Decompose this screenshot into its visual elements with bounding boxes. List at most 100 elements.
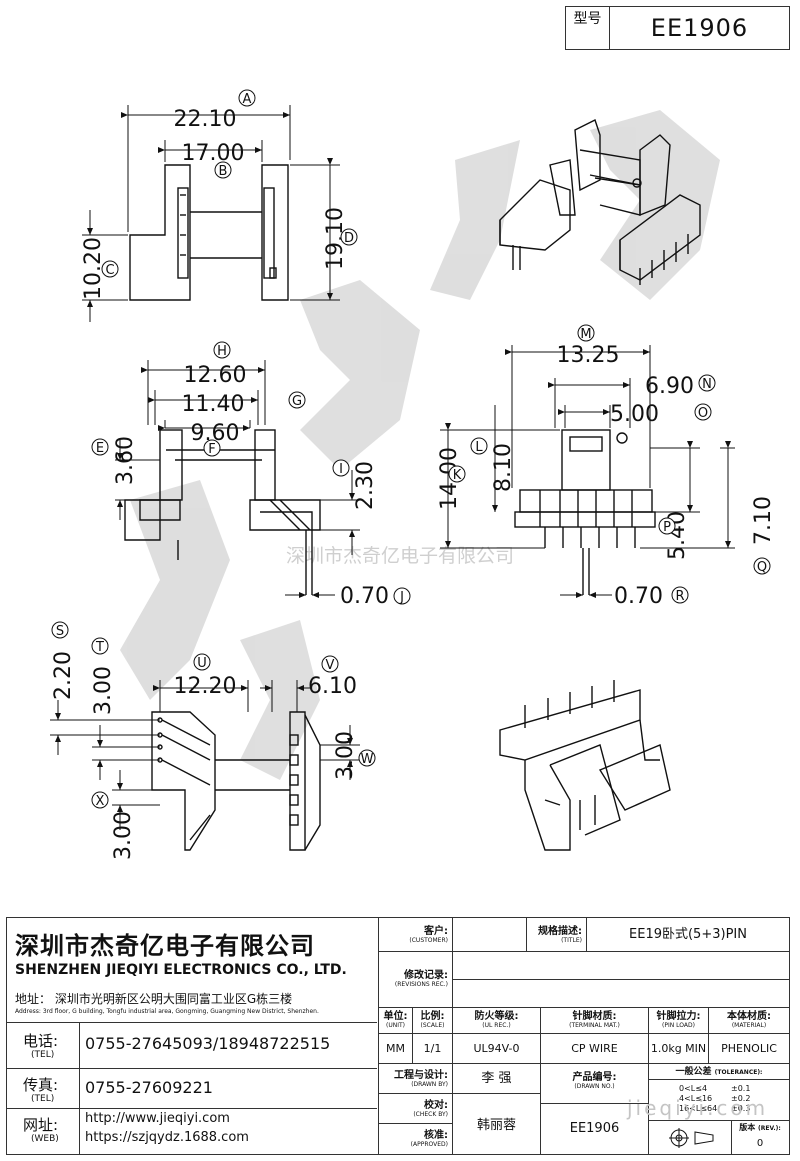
bottom-view bbox=[151, 711, 321, 851]
svg-text:U: U bbox=[197, 656, 207, 671]
svg-text:E: E bbox=[96, 441, 104, 456]
marker-h: H bbox=[213, 341, 231, 359]
marker-n: N bbox=[698, 374, 716, 392]
marker-v: V bbox=[321, 655, 339, 673]
tol-val-3: ±0.3 bbox=[731, 1104, 751, 1113]
fax-label-en: (TEL) bbox=[31, 1094, 55, 1104]
front-view-dims bbox=[115, 360, 360, 598]
dim-m-value: 13.25 bbox=[557, 343, 620, 368]
dim-h-value: 12.60 bbox=[184, 363, 247, 388]
dim-n-value: 6.90 bbox=[645, 374, 694, 399]
dim-s-value: 2.20 bbox=[51, 651, 76, 700]
svg-text:W: W bbox=[361, 752, 374, 767]
tol-val-1: ±0.1 bbox=[731, 1084, 751, 1093]
dim-u-value: 12.20 bbox=[174, 674, 237, 699]
iso-view-top bbox=[499, 119, 701, 285]
scale-header-en: (SCALE) bbox=[420, 1022, 445, 1029]
scale-header: 比例: bbox=[420, 1011, 445, 1022]
marker-circles: A B C D E F G H I J K L M N O P Q R S T … bbox=[51, 89, 771, 809]
projection-symbol-icon bbox=[669, 1128, 714, 1148]
company-name-en: SHENZHEN JIEQIYI ELECTRONICS CO., LTD. bbox=[15, 962, 347, 978]
scale-value: 1/1 bbox=[413, 1034, 453, 1064]
dim-g-value: 11.40 bbox=[182, 392, 245, 417]
tol-val-2: ±0.2 bbox=[731, 1094, 751, 1103]
side-view bbox=[514, 429, 656, 595]
marker-a: A bbox=[238, 89, 256, 107]
dim-t-value: 3.00 bbox=[91, 666, 116, 715]
revisions-label-en: (REVISIONS REC.) bbox=[394, 981, 448, 988]
svg-text:O: O bbox=[698, 406, 708, 421]
svg-text:X: X bbox=[96, 794, 105, 809]
pinload-value: 1.0kg MIN bbox=[649, 1034, 709, 1064]
svg-text:A: A bbox=[243, 92, 252, 107]
svg-text:L: L bbox=[475, 440, 483, 455]
dim-v-value: 6.10 bbox=[308, 674, 357, 699]
pinload-header: 针脚拉力: bbox=[656, 1011, 701, 1022]
web-link-2[interactable]: https://szjqydz.1688.com bbox=[85, 1130, 249, 1145]
dim-i-value: 2.30 bbox=[353, 461, 378, 510]
marker-o: O bbox=[694, 403, 712, 421]
marker-k: K bbox=[448, 465, 466, 483]
dim-a-value: 22.10 bbox=[174, 107, 237, 132]
iso-view-bottom bbox=[499, 680, 671, 851]
customer-value bbox=[453, 918, 527, 952]
title-block: 深圳市杰奇亿电子有限公司 SHENZHEN JIEQIYI ELECTRONIC… bbox=[6, 917, 790, 1155]
approved-value: 韩丽蓉 bbox=[453, 1094, 541, 1154]
marker-f: F bbox=[203, 439, 221, 457]
dim-l-value: 8.10 bbox=[491, 443, 516, 492]
svg-text:H: H bbox=[217, 344, 227, 359]
technical-drawing: 深圳市杰奇亿电子有限公司 22.10 17.00 10.20 19.10 bbox=[50, 89, 776, 860]
tolerance-rows: 0<L≤4±0.1 4<L≤16±0.2 16<L≤64±0.3 bbox=[679, 1084, 750, 1114]
dim-r-value: 0.70 bbox=[614, 584, 663, 609]
address-cn: 地址： 深圳市光明新区公明大围同富工业区G栋三楼 bbox=[15, 992, 293, 1006]
top-view bbox=[129, 164, 289, 301]
company-panel: 深圳市杰奇亿电子有限公司 SHENZHEN JIEQIYI ELECTRONIC… bbox=[7, 918, 379, 1154]
dim-j-value: 0.70 bbox=[340, 584, 389, 609]
company-name-cn: 深圳市杰奇亿电子有限公司 bbox=[15, 932, 315, 960]
svg-text:N: N bbox=[702, 377, 712, 392]
title-value: EE19卧式(5+3)PIN bbox=[587, 918, 789, 952]
marker-c: C bbox=[101, 260, 119, 278]
web-link-1[interactable]: http://www.jieqiyi.com bbox=[85, 1111, 230, 1126]
model-label: 型号 bbox=[566, 7, 610, 49]
drawno-label: 产品编号: bbox=[572, 1072, 617, 1083]
svg-text:D: D bbox=[344, 231, 354, 246]
side-view-dims bbox=[440, 345, 735, 598]
svg-text:V: V bbox=[326, 658, 335, 673]
title-label-en: (TITLE) bbox=[561, 937, 582, 944]
model-value: EE1906 bbox=[650, 14, 749, 42]
spec-grid: 客户: (CUSTOMER) 规格描述: (TITLE) EE19卧式(5+3)… bbox=[379, 918, 789, 1154]
approved-label-en: (APPROVED) bbox=[410, 1141, 448, 1148]
marker-g: G bbox=[288, 391, 306, 409]
svg-text:T: T bbox=[95, 640, 104, 655]
svg-text:Q: Q bbox=[757, 560, 767, 575]
material-header: 本体材质: bbox=[727, 1011, 771, 1022]
revisions-label: 修改记录: bbox=[404, 970, 448, 981]
web-label: 网址: bbox=[23, 1116, 59, 1134]
drawno-value: EE1906 bbox=[541, 1104, 649, 1154]
material-value: PHENOLIC bbox=[709, 1034, 789, 1064]
tel-label-en: (TEL) bbox=[31, 1050, 55, 1060]
drawn-label: 工程与设计: bbox=[394, 1070, 448, 1081]
terminal-value: CP WIRE bbox=[541, 1034, 649, 1064]
marker-u: U bbox=[193, 653, 211, 671]
marker-r: R bbox=[671, 586, 689, 604]
svg-text:B: B bbox=[219, 164, 228, 179]
marker-l: L bbox=[470, 437, 488, 455]
dim-b-value: 17.00 bbox=[182, 141, 245, 166]
tel-label: 电话: bbox=[23, 1032, 59, 1050]
dim-o-value: 5.00 bbox=[610, 402, 659, 427]
marker-b: B bbox=[214, 161, 232, 179]
tol-range-3: 16<L≤64 bbox=[679, 1104, 718, 1113]
ul-header-en: (UL REC.) bbox=[482, 1022, 511, 1029]
marker-j: J bbox=[393, 587, 411, 605]
fax-label: 传真: bbox=[23, 1076, 59, 1094]
tol-range-2: 4<L≤16 bbox=[679, 1094, 713, 1103]
dim-e-value: 3.60 bbox=[113, 436, 138, 485]
ul-value: UL94V-0 bbox=[453, 1034, 541, 1064]
svg-text:S: S bbox=[56, 624, 64, 639]
bottom-view-dims bbox=[50, 680, 360, 830]
svg-text:J: J bbox=[399, 590, 404, 605]
marker-e: E bbox=[91, 438, 109, 456]
svg-text:M: M bbox=[580, 327, 591, 342]
